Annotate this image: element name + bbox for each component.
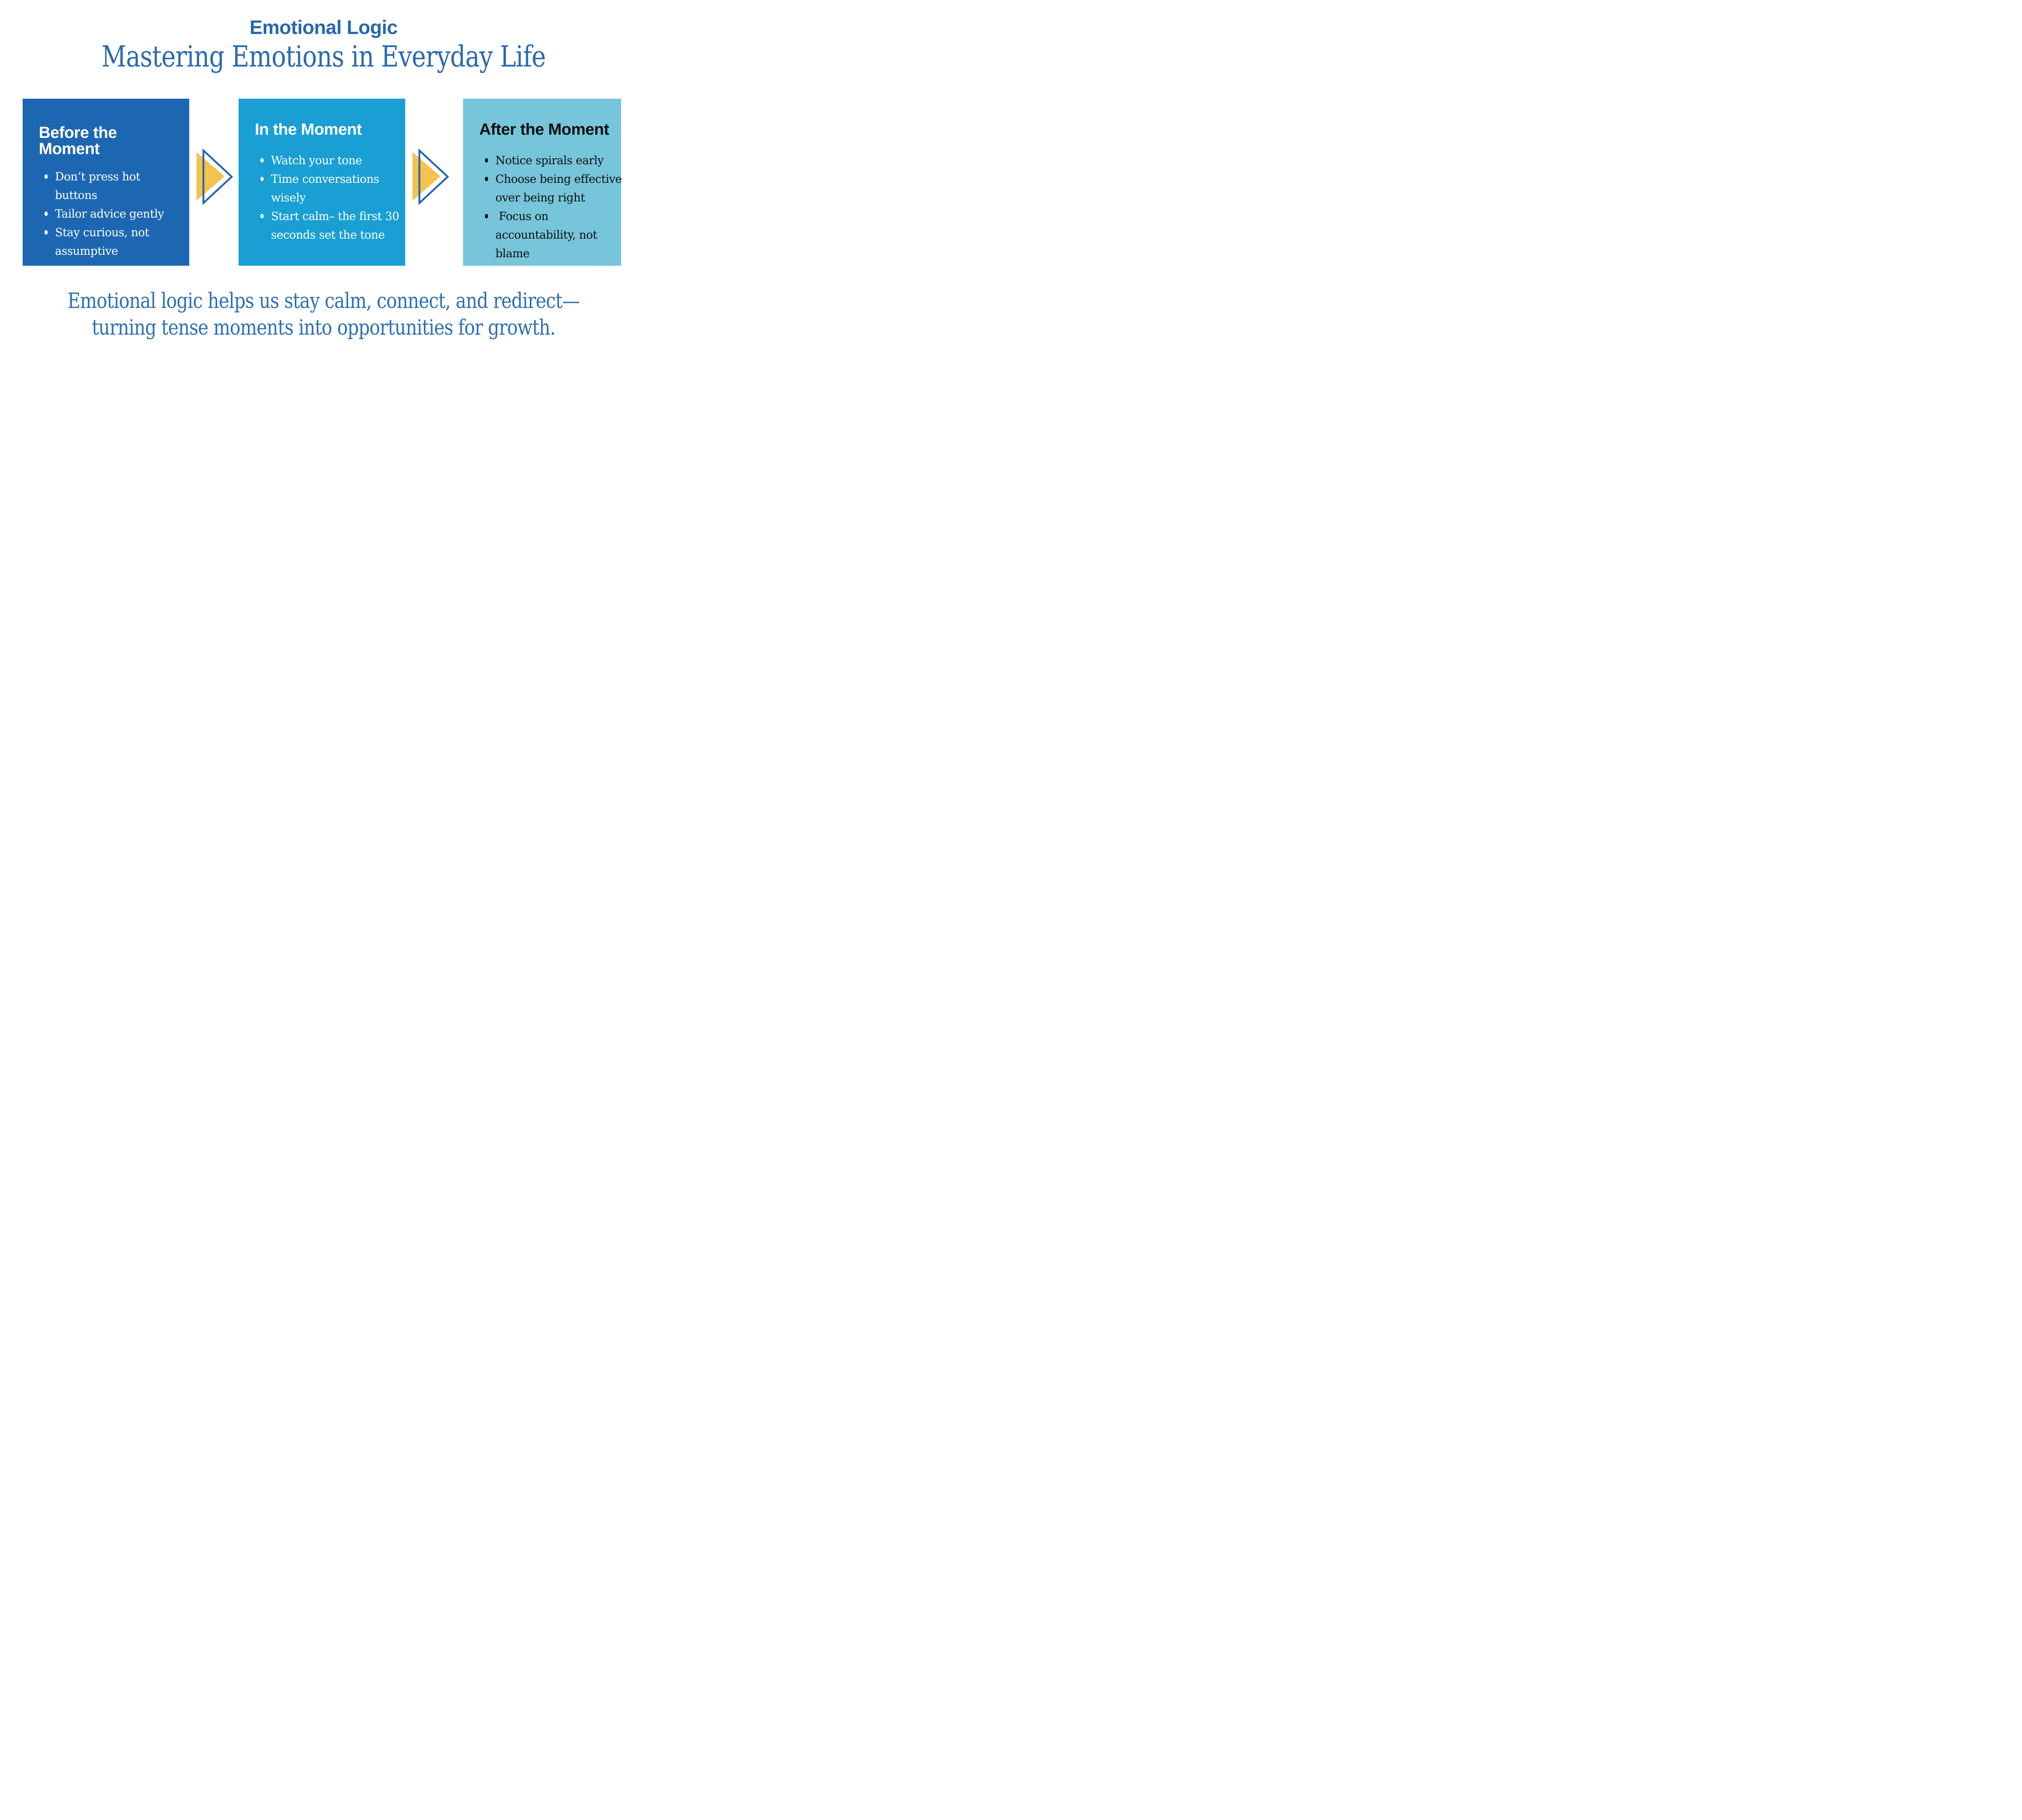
stage-bullet-list: Watch your tone Time conversations wisel… bbox=[255, 151, 400, 244]
list-item: Choose being effective over being right bbox=[479, 170, 622, 207]
bullet-dot-icon bbox=[44, 174, 48, 179]
arrow-outline-triangle bbox=[202, 148, 233, 205]
bullet-text: Choose being effective over being right bbox=[495, 172, 622, 204]
list-item: Focus on accountability, not blame bbox=[479, 207, 612, 263]
bullet-dot-icon bbox=[485, 158, 488, 163]
tagline-line-1: Emotional logic helps us stay calm, conn… bbox=[67, 289, 580, 313]
stage-card-during: In the Moment Watch your tone Time conve… bbox=[239, 99, 405, 266]
bullet-dot-icon bbox=[485, 177, 488, 181]
bullet-dot-icon bbox=[44, 212, 48, 216]
page-title: Mastering Emotions in Everyday Life bbox=[0, 41, 647, 72]
arrow-outline-triangle bbox=[418, 148, 449, 205]
arrow-icon bbox=[197, 148, 233, 205]
list-item: Start calm– the first 30 seconds set the… bbox=[255, 207, 400, 244]
slide-canvas: Emotional Logic Mastering Emotions in Ev… bbox=[0, 0, 647, 364]
bullet-text: Start calm– the first 30 seconds set the… bbox=[271, 210, 400, 241]
stage-heading: Before the Moment bbox=[39, 124, 117, 158]
tagline-line-2: turning tense moments into opportunities… bbox=[91, 315, 556, 340]
list-item: Tailor advice gently bbox=[39, 205, 180, 223]
page-title-text: Mastering Emotions in Everyday Life bbox=[102, 40, 546, 74]
bullet-text: Watch your tone bbox=[271, 154, 362, 167]
stage-card-before: Before the Moment Don’t press hot button… bbox=[23, 99, 189, 266]
bullet-text: Time conversations wisely bbox=[271, 172, 379, 204]
bullet-text: Tailor advice gently bbox=[55, 207, 164, 220]
arrow-solid-triangle bbox=[412, 152, 440, 201]
list-item: Watch your tone bbox=[255, 151, 396, 170]
stage-heading: In the Moment bbox=[255, 121, 362, 138]
bullet-dot-icon bbox=[44, 230, 48, 235]
stage-bullet-list: Notice spirals early Choose being effect… bbox=[479, 151, 622, 263]
bullet-text: Notice spirals early bbox=[495, 154, 604, 167]
list-item: Time conversations wisely bbox=[255, 170, 396, 207]
tagline: Emotional logic helps us stay calm, conn… bbox=[0, 288, 647, 341]
list-item: Don’t press hot buttons bbox=[39, 167, 180, 205]
bullet-dot-icon bbox=[260, 158, 264, 163]
list-item: Stay curious, not assumptive bbox=[39, 223, 180, 260]
bullet-text: Stay curious, not assumptive bbox=[55, 226, 149, 258]
bullet-text: Focus on accountability, not blame bbox=[495, 210, 597, 260]
bullet-dot-icon bbox=[260, 214, 264, 218]
bullet-dot-icon bbox=[485, 214, 488, 218]
arrow-icon bbox=[412, 148, 449, 205]
bullet-text: Don’t press hot buttons bbox=[55, 170, 140, 202]
arrow-solid-triangle bbox=[197, 152, 224, 201]
stage-card-after: After the Moment Notice spirals early Ch… bbox=[463, 99, 622, 266]
page-kicker: Emotional Logic bbox=[250, 17, 398, 38]
list-item: Notice spirals early bbox=[479, 151, 612, 170]
bullet-dot-icon bbox=[260, 177, 264, 181]
stage-bullet-list: Don’t press hot buttons Tailor advice ge… bbox=[39, 167, 180, 260]
stage-heading: After the Moment bbox=[479, 121, 609, 138]
